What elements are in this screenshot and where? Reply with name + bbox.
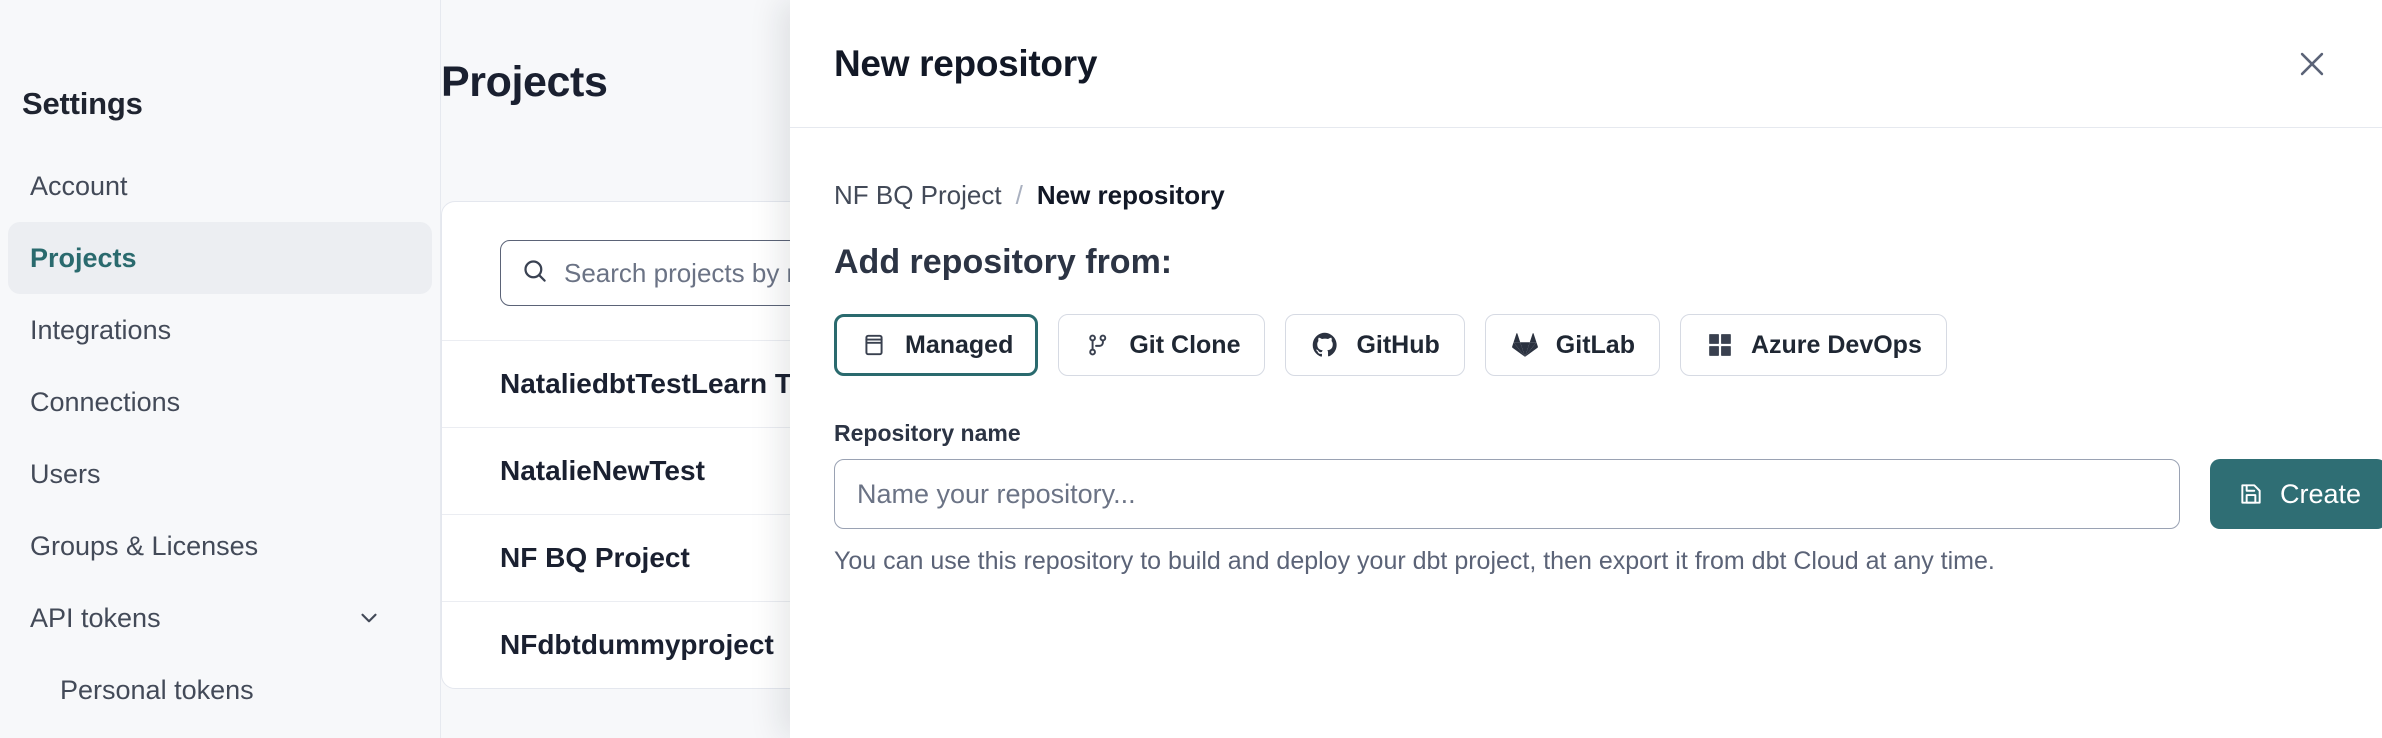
gitlab-icon — [1510, 330, 1540, 360]
github-icon — [1310, 330, 1340, 360]
sidebar-title: Settings — [22, 86, 143, 121]
chevron-down-icon[interactable] — [356, 605, 382, 631]
repository-source-options: Managed Git Clone GitHub — [834, 314, 2338, 376]
sidebar-item-label: Personal tokens — [60, 674, 254, 705]
create-button-label: Create — [2280, 478, 2362, 509]
source-option-managed[interactable]: Managed — [834, 314, 1039, 376]
source-option-label: Azure DevOps — [1750, 330, 1922, 359]
source-option-azure-devops[interactable]: Azure DevOps — [1679, 314, 1947, 376]
close-icon[interactable] — [2286, 38, 2338, 90]
repository-name-row: Name your repository... Create — [834, 459, 2382, 529]
breadcrumb: NF BQ Project / New repository — [834, 180, 2338, 211]
sidebar-item-groups-licenses[interactable]: Groups & Licenses — [8, 510, 432, 582]
source-option-label: Git Clone — [1129, 330, 1241, 359]
repository-name-placeholder: Name your repository... — [857, 478, 1136, 509]
source-option-github[interactable]: GitHub — [1285, 314, 1465, 376]
sidebar-item-label: Account — [30, 170, 128, 201]
source-option-gitlab[interactable]: GitLab — [1484, 314, 1660, 376]
sidebar-item-projects[interactable]: Projects — [8, 222, 432, 294]
repository-name-input[interactable]: Name your repository... — [834, 459, 2180, 529]
modal-header: New repository — [790, 0, 2382, 128]
sidebar-nav: Account Projects Integrations Connection… — [0, 150, 440, 726]
sidebar-item-label: API tokens — [30, 602, 161, 633]
add-repository-from-heading: Add repository from: — [834, 243, 1173, 281]
create-button[interactable]: Create — [2210, 459, 2382, 529]
repository-helper-text: You can use this repository to build and… — [834, 547, 1995, 575]
database-icon — [859, 330, 889, 360]
sidebar-item-integrations[interactable]: Integrations — [8, 294, 432, 366]
new-repository-modal: New repository NF BQ Project / New repos… — [790, 0, 2382, 738]
sidebar-item-label: Connections — [30, 386, 181, 417]
sidebar-item-label: Users — [30, 458, 101, 489]
sidebar-item-connections[interactable]: Connections — [8, 366, 432, 438]
sidebar-item-personal-tokens[interactable]: Personal tokens — [8, 654, 432, 726]
page-title-wrap: Projects — [441, 58, 2382, 107]
source-option-git-clone[interactable]: Git Clone — [1058, 314, 1266, 376]
repository-name-label: Repository name — [834, 420, 1021, 446]
sidebar-item-label: Integrations — [30, 314, 172, 345]
source-option-label: GitLab — [1555, 330, 1635, 359]
search-icon — [521, 257, 548, 289]
sidebar-item-users[interactable]: Users — [8, 438, 432, 510]
modal-body: NF BQ Project / New repository Add repos… — [790, 128, 2382, 738]
save-icon — [2236, 479, 2266, 509]
source-option-label: GitHub — [1356, 330, 1440, 359]
azure-devops-icon — [1705, 330, 1735, 360]
source-option-label: Managed — [905, 330, 1014, 359]
breadcrumb-separator: / — [1015, 180, 1023, 210]
breadcrumb-parent-link[interactable]: NF BQ Project — [834, 180, 1002, 210]
settings-sidebar: Settings Account Projects Integrations C… — [0, 0, 441, 738]
sidebar-item-account[interactable]: Account — [8, 150, 432, 222]
breadcrumb-current: New repository — [1036, 180, 1225, 210]
page-title: Projects — [441, 58, 608, 106]
sidebar-item-label: Projects — [30, 242, 137, 273]
modal-title: New repository — [834, 42, 1098, 84]
sidebar-item-label: Groups & Licenses — [30, 530, 259, 561]
git-branch-icon — [1083, 330, 1113, 360]
sidebar-item-api-tokens[interactable]: API tokens — [8, 582, 432, 654]
